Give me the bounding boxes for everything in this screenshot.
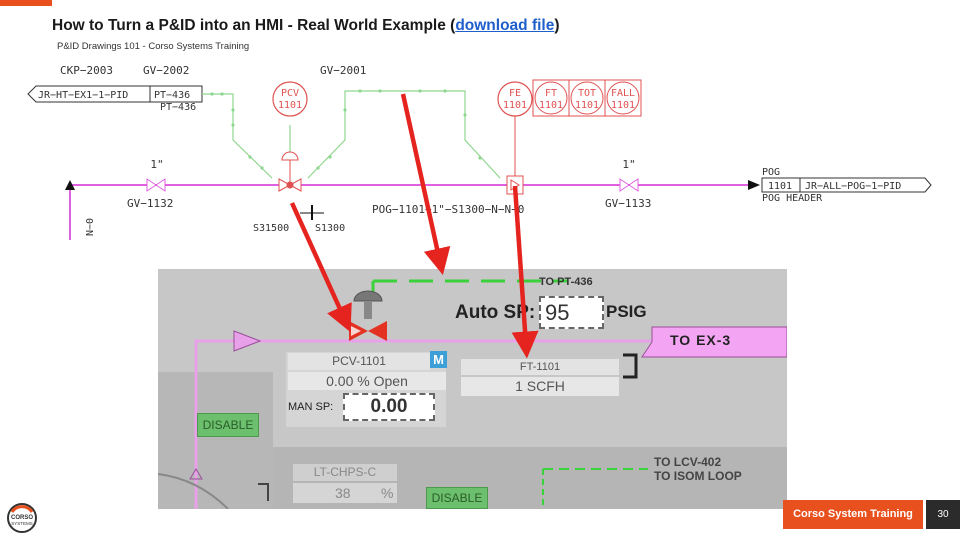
svg-text:FT: FT xyxy=(545,88,557,99)
tot-1101-bubble: TOT 1101 xyxy=(568,79,606,117)
pcv-bubble-top: PCV xyxy=(281,88,299,99)
hmi-left-panel xyxy=(158,372,273,509)
auto-sp-input[interactable]: 95 xyxy=(539,296,604,329)
page-title: How to Turn a P&ID into an HMI - Real Wo… xyxy=(52,17,560,34)
man-sp-input[interactable]: 0.00 xyxy=(343,393,435,421)
actuator-icon-hmi xyxy=(353,290,383,302)
ft-1101-label: FT-1101 xyxy=(461,359,619,375)
arrow-ft-icon xyxy=(511,185,539,359)
offpage-left-label: JR−HT−EX1−1−PID xyxy=(38,90,128,101)
pcv-1101-label: PCV-1101 xyxy=(288,353,430,370)
gv-1132-valve-icon xyxy=(146,178,166,192)
pcv-open-readout: 0.00 % Open xyxy=(288,372,446,390)
lt-value: 38 xyxy=(335,485,351,501)
lt-unit: % xyxy=(381,485,394,501)
hmi-graphics xyxy=(158,279,787,509)
footer-brand: Corso System Training xyxy=(783,500,923,529)
process-pipe-hmi xyxy=(194,339,652,509)
gv-1133-valve-icon xyxy=(619,178,639,192)
flow-arrow-right-icon xyxy=(748,180,760,190)
pt-436-label: PT−436 xyxy=(160,102,196,113)
manual-mode-badge[interactable]: M xyxy=(430,351,447,368)
disable-button-2[interactable]: DISABLE xyxy=(426,487,488,509)
to-ex3-label[interactable]: TO EX-3 xyxy=(670,332,732,348)
lt-chps-c-readout: 38 % xyxy=(293,483,397,503)
pog-number-label: 1101 xyxy=(768,181,792,192)
gv-2001-label: GV−2001 xyxy=(320,64,366,77)
to-ex3-connector xyxy=(641,326,787,358)
auto-sp-label: Auto SP: xyxy=(455,302,536,323)
ft-1101-readout: 1 SCFH xyxy=(461,377,619,396)
size-right-label: 1" xyxy=(622,158,635,171)
fe-bubble-bottom: 1101 xyxy=(503,100,527,111)
fe-bubble-top: FE xyxy=(509,88,521,99)
flow-arrow-up-icon xyxy=(65,180,75,190)
corso-logo-icon: CORSO SYSTEMS xyxy=(7,503,37,533)
svg-text:TOT: TOT xyxy=(578,88,596,99)
hmi-screenshot: TO PT-436 Auto SP: 95 PSIG TO EX-3 PCV-1… xyxy=(158,269,787,509)
flow-triangle-icon xyxy=(233,330,262,352)
offpage-right-label: JR−ALL−POG−1−PID xyxy=(805,181,901,192)
arrow-signal-icon xyxy=(400,93,451,276)
pipe-spec-label: POG−1101−1"−S1300−N−N−0 xyxy=(372,203,524,216)
pt-436-box-label: PT−436 xyxy=(154,90,190,101)
gv-1132-label: GV−1132 xyxy=(127,197,173,210)
svg-text:1101: 1101 xyxy=(539,100,563,111)
s31500-label: S31500 xyxy=(253,223,289,234)
fall-1101-bubble: FALL 1101 xyxy=(604,79,642,117)
accent-bar xyxy=(0,0,52,6)
pcv-valve-right-icon xyxy=(368,321,387,341)
svg-text:1101: 1101 xyxy=(611,100,635,111)
gv-2002-label: GV−2002 xyxy=(143,64,189,77)
pcv-bubble-bottom: 1101 xyxy=(278,100,302,111)
size-left-label: 1" xyxy=(150,158,163,171)
signal-lines xyxy=(202,90,501,179)
n-0-label: N−0 xyxy=(85,218,96,236)
actuator-icon xyxy=(281,151,299,161)
s1300-label: S1300 xyxy=(315,223,345,234)
pcv-1101-bubble xyxy=(272,81,308,117)
svg-text:SYSTEMS: SYSTEMS xyxy=(11,521,33,526)
ckp-2003-label: CKP−2003 xyxy=(60,64,113,77)
svg-text:FALL: FALL xyxy=(611,88,635,99)
arrow-pcv-icon xyxy=(289,202,352,333)
svg-text:CORSO: CORSO xyxy=(11,515,33,521)
page-number: 30 xyxy=(926,500,960,529)
gv-1133-label: GV−1133 xyxy=(605,197,651,210)
download-file-link[interactable]: download file xyxy=(455,17,555,34)
offpage-connector-right xyxy=(761,177,932,193)
man-sp-label: MAN SP: xyxy=(288,401,334,413)
lt-chps-c-label: LT-CHPS-C xyxy=(293,464,397,481)
disable-button-1[interactable]: DISABLE xyxy=(197,413,259,437)
to-pt-436-label: TO PT-436 xyxy=(539,276,593,288)
to-lcv-label: TO LCV-402 TO ISOM LOOP xyxy=(654,455,742,483)
fe-1101-bubble xyxy=(497,81,533,117)
signal-line-dots xyxy=(210,89,482,170)
pog-header-label: POG HEADER xyxy=(762,193,823,204)
svg-text:1101: 1101 xyxy=(575,100,599,111)
pog-label: POG xyxy=(762,167,780,178)
auto-sp-unit: PSIG xyxy=(606,302,647,321)
pid-drawing: CKP−2003 GV−2002 GV−2001 JR−HT−EX1−1−PID… xyxy=(27,64,932,240)
page-subtitle: P&ID Drawings 101 - Corso Systems Traini… xyxy=(57,41,250,52)
